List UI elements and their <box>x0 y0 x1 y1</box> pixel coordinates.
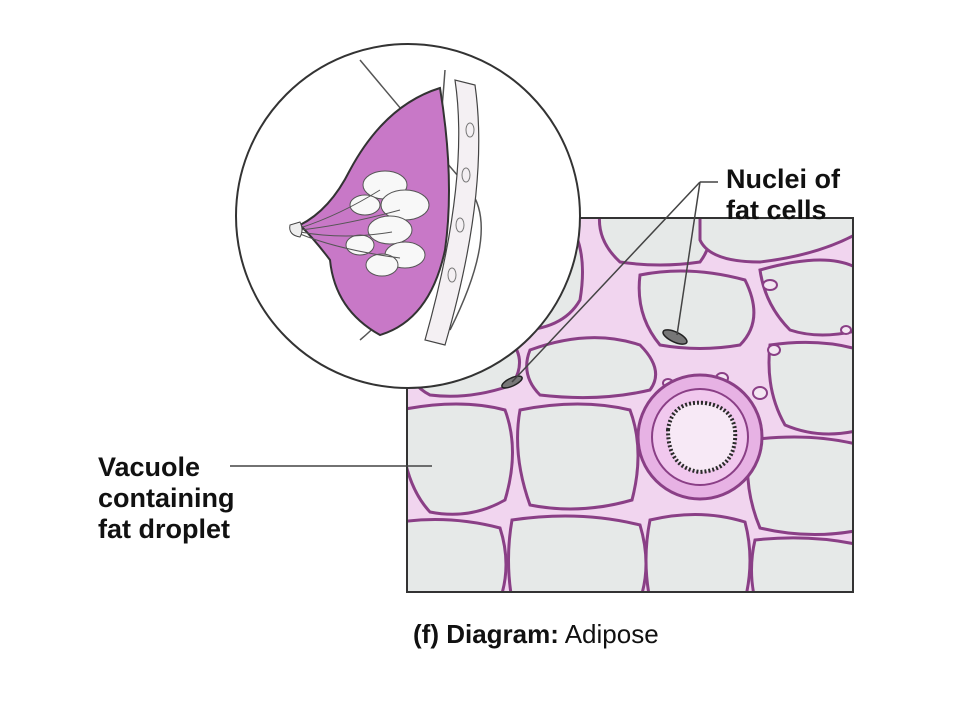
fat-cell <box>407 518 508 592</box>
vacuole-label-line-1: Vacuole <box>98 452 201 482</box>
fat-cell <box>758 258 853 337</box>
figure-caption: (f) Diagram: Adipose <box>413 619 659 650</box>
fat-cell <box>767 340 853 436</box>
caption-prefix: (f) Diagram: <box>413 619 559 649</box>
vacuole-label-line-2: containing <box>98 483 235 513</box>
fat-cell <box>750 536 853 592</box>
blood-vessel <box>636 373 764 501</box>
fat-cell <box>407 402 514 516</box>
vacuole-label-line-3: fat droplet <box>98 514 230 544</box>
fat-cell <box>597 218 712 267</box>
fat-cell <box>525 336 658 400</box>
fat-cell <box>507 514 648 592</box>
fat-cell <box>698 218 853 264</box>
vacuole-label: Vacuole containing fat droplet <box>98 452 235 545</box>
fat-cell <box>516 402 640 511</box>
adipose-tissue-section <box>407 218 853 592</box>
leader-line <box>676 181 701 336</box>
fat-cell <box>746 435 853 537</box>
caption-tissue: Adipose <box>564 619 659 649</box>
fat-cell <box>644 513 752 592</box>
leader-line <box>511 181 701 383</box>
nuclei-label-line-1: Nuclei of <box>726 164 841 194</box>
nuclei-of-fat-cells-label: Nuclei of fat cells <box>726 164 840 226</box>
fat-cell <box>637 269 756 350</box>
breast-inset <box>235 43 581 389</box>
nuclei-label-line-2: fat cells <box>726 195 827 225</box>
